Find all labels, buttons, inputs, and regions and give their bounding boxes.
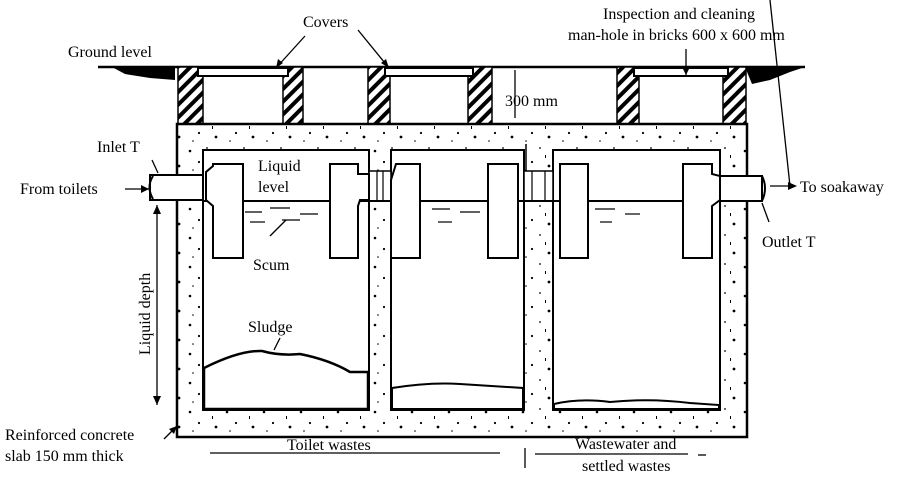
cover-1 — [197, 67, 289, 77]
inspection-label-line2: man-hole in bricks 600 x 600 mm — [568, 27, 785, 44]
outlet-t-label: Outlet T — [762, 234, 816, 251]
outlet-pipe — [719, 175, 766, 202]
ground-level-label: Ground level — [68, 44, 153, 61]
wastewater-label-line2: settled wastes — [582, 458, 670, 475]
covers-label: Covers — [303, 14, 348, 31]
liquid-surface — [203, 200, 720, 223]
manhole-covers — [197, 67, 729, 77]
liquid-level-label-line2: level — [258, 179, 290, 196]
inlet-t-baffle — [205, 163, 244, 259]
liquid-depth-label: Liquid depth — [137, 273, 154, 355]
scum-label: Scum — [253, 257, 290, 274]
baffle-1-right — [329, 163, 370, 259]
inlet-t-label: Inlet T — [97, 139, 140, 156]
cover-2 — [384, 67, 474, 77]
baffle-3-left — [559, 163, 589, 259]
inspection-label-line1: Inspection and cleaning — [603, 6, 755, 23]
inlet-pipe — [148, 174, 204, 201]
toilet-wastes-label: Toilet wastes — [287, 437, 371, 454]
sludge-label: Sludge — [248, 319, 292, 336]
slab-label-line1: Reinforced concrete — [5, 427, 134, 444]
depth-300-label: 300 mm — [505, 93, 558, 110]
baffle-2-right — [487, 163, 519, 259]
to-soakaway-label: To soakaway — [800, 179, 884, 196]
leader-lines — [125, 0, 791, 468]
slab-label-line2: slab 150 mm thick — [5, 448, 124, 465]
liquid-level-label-line1: Liquid — [258, 158, 301, 175]
from-toilets-label: From toilets — [20, 181, 98, 198]
baffles — [205, 163, 721, 259]
sludge — [202, 349, 720, 411]
arrowheads — [141, 59, 797, 434]
cover-3 — [633, 67, 729, 77]
wastewater-label-line1: Wastewater and — [575, 436, 676, 453]
baffle-2-left — [390, 163, 421, 259]
